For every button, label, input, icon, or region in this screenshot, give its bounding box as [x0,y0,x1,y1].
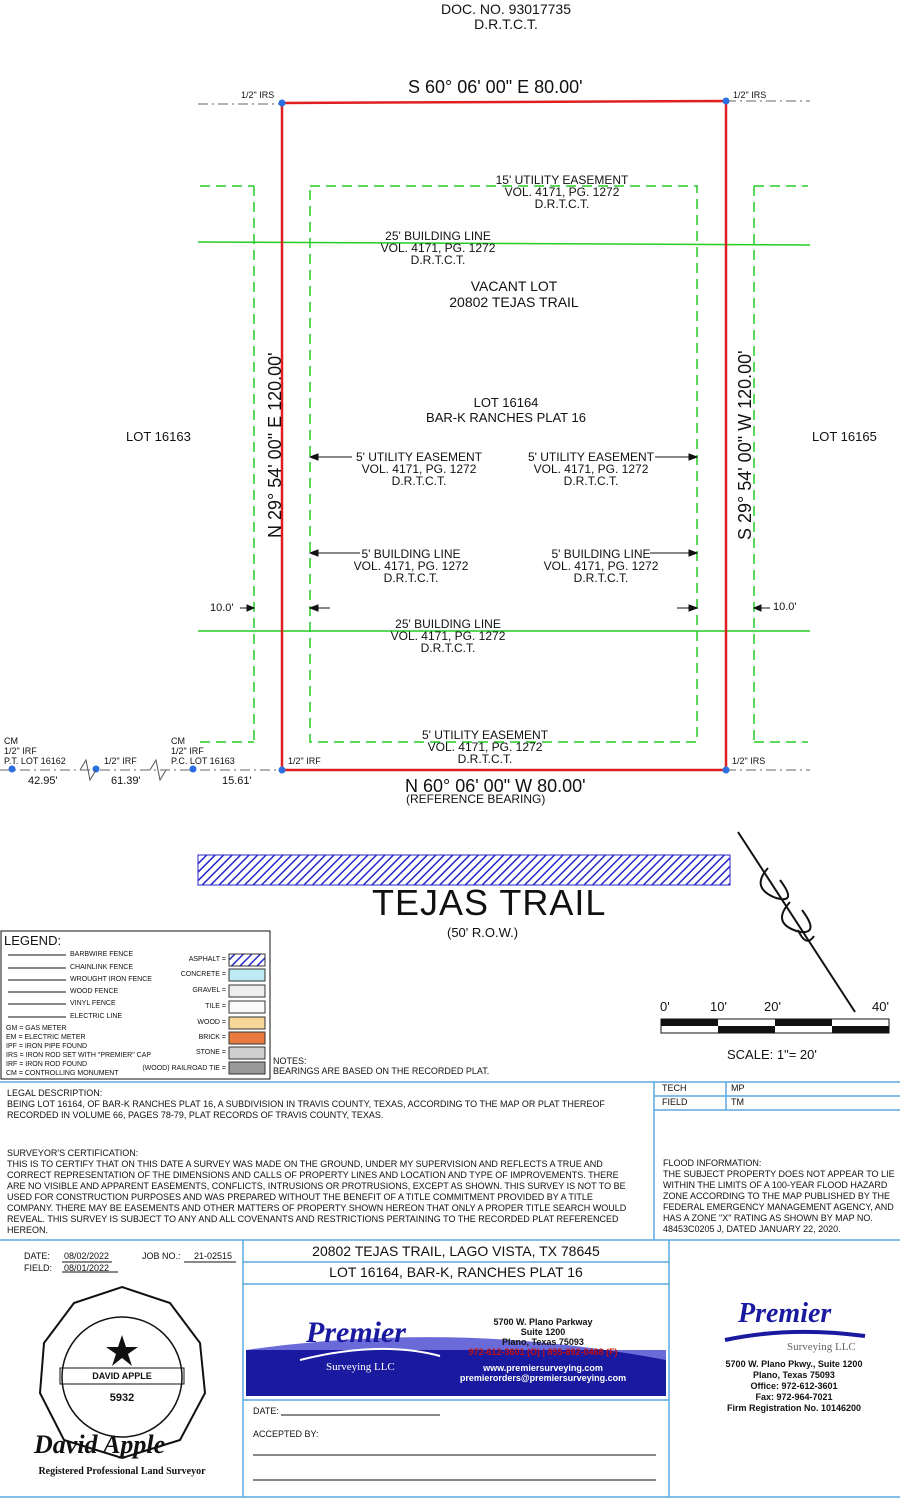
seal-caption: Registered Professional Land Surveyor [38,1466,206,1477]
scale-tick-0: 0' [660,999,670,1014]
firm-logo: Premier [738,1298,832,1329]
surveyor-certification: SURVEYOR'S CERTIFICATION:THIS IS TO CERT… [7,1148,627,1235]
accept-date-label: DATE: [253,1406,279,1416]
corner-ne: 1/2" IRS [733,90,767,100]
building-lines [197,241,811,632]
title-address: 20802 TEJAS TRAIL, LAGO VISTA, TX 78645 [312,1243,600,1259]
legend-chainlink: CHAINLINK FENCE [70,964,134,971]
legend-barbwire: BARBWIRE FENCE [70,951,134,958]
doc-record: D.R.T.C.T. [474,16,538,32]
banner-logo: Premier [306,1316,406,1349]
date-label: DATE: [24,1251,50,1261]
legend-gravel: GRAVEL = [192,987,226,994]
street-row: (50' R.O.W.) [447,925,519,940]
distance-2: 61.39' [111,775,141,787]
corner-se: 1/2" IRS [732,756,766,766]
field-date-value: 08/01/2022 [64,1263,110,1273]
field-label: FIELD [662,1097,688,1107]
date-value: 08/02/2022 [64,1251,110,1261]
north-arrow-icon [737,831,856,1013]
accepted-by-label: ACCEPTED BY: [253,1429,319,1439]
legend-box [0,930,271,1080]
bearing-north: S 60° 06' 00" E 80.00' [408,77,583,97]
tech-label: TECH [662,1083,687,1093]
legend-tile: TILE = [205,1003,226,1010]
title-lot: LOT 16164, BAR-K, RANCHES PLAT 16 [329,1264,583,1280]
job-label: JOB NO.: [142,1251,181,1261]
distance-1: 42.95' [28,775,58,787]
legend-swatches [228,953,266,1075]
scale-bar [660,1018,890,1034]
firm-logo-sub: Surveying LLC [787,1341,856,1353]
field-date-label: FIELD: [24,1263,53,1273]
legend-vinyl-fence: VINYL FENCE [70,1000,116,1007]
bearing-south: N 60° 06' 00" W 80.00' [405,776,586,796]
neighbor-lot-left: LOT 16163 [126,429,191,444]
legend-line-samples [8,954,66,1018]
legend-wood-fence: WOOD FENCE [70,988,119,995]
legend-concrete: CONCRETE = [180,971,226,978]
distance-3: 15.61' [222,775,252,787]
scale-label: SCALE: 1"= 20' [727,1047,817,1062]
legend-wood: WOOD = [197,1019,226,1026]
seal-number: 5932 [109,1392,135,1404]
offset-left: 10.0' [210,602,234,614]
corner-sw: 1/2" IRF [288,756,321,766]
legend-railroad-tie: (WOOD) RAILROAD TIE = [142,1065,226,1072]
corner-nw: 1/2" IRS [241,90,275,100]
job-value: 21-02515 [194,1251,233,1261]
tech-value: MP [731,1083,745,1093]
dimension-arrows [240,453,770,612]
bearing-west: N 29° 54' 00" E 120.00' [265,352,285,538]
row-lines [0,100,810,771]
scale-tick-40: 40' [872,999,889,1014]
scale-tick-10: 10' [710,999,727,1014]
bearing-east: S 29° 54' 00" W 120.00' [735,350,755,540]
legend-wrought-iron: WROUGHT IRON FENCE [70,976,152,983]
surveyor-seal [38,1285,207,1460]
field-value: TM [731,1097,744,1107]
banner-logo-sub: Surveying LLC [326,1361,395,1373]
info-frame [0,1081,900,1498]
scale-tick-20: 20' [764,999,781,1014]
neighbor-lot-right: LOT 16165 [812,429,877,444]
legend-stone: STONE = [195,1049,226,1056]
street-asphalt [197,854,731,886]
corner-markers [8,97,730,774]
legend-title: LEGEND: [4,933,62,948]
legal-description: LEGAL DESCRIPTION:BEING LOT 16164, OF BA… [7,1088,605,1120]
easement-lines [200,185,808,743]
reference-bearing: (REFERENCE BEARING) [406,792,546,806]
offset-right: 10.0' [773,601,797,613]
legend-electric-line: ELECTRIC LINE [70,1013,123,1020]
notes: NOTES:BEARINGS ARE BASED ON THE RECORDED… [273,1056,490,1076]
flood-information: FLOOD INFORMATION:THE SUBJECT PROPERTY D… [663,1158,895,1234]
legend-asphalt: ASPHALT = [188,956,226,963]
legend-brick: BRICK = [198,1034,226,1041]
seal-name: DAVID APPLE [92,1371,152,1381]
doc-number: DOC. NO. 93017735 [441,1,571,17]
monument-irf: 1/2" IRF [104,756,137,766]
street-name: TEJAS TRAIL [372,882,607,923]
signature: David Apple [34,1430,166,1459]
